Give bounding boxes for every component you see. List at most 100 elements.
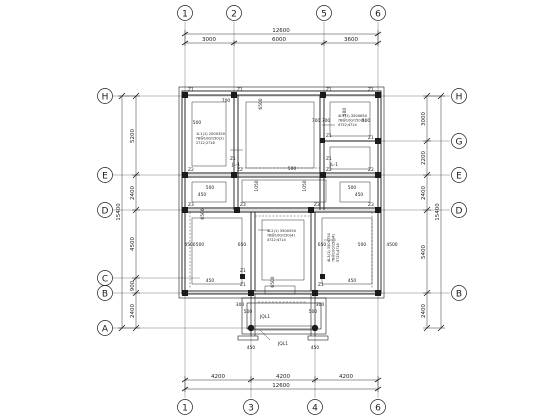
bubble-left-B [97,285,113,301]
left-grid-bubbles [97,88,113,336]
bubble-left-D-label: D [102,207,109,217]
dim-top-seg-2: 6000 [272,37,286,43]
footing-pad [191,181,227,203]
bubble-left-E [97,167,113,183]
bubble-top-5 [316,5,332,21]
beam-b1-rebar: ?8@100/150(2) [196,137,224,141]
dim-left-seg-1: 2400 [130,304,136,318]
footing-dim: 450 [247,345,256,351]
column-label: Z3 [368,202,374,208]
column-z3 [375,207,381,213]
footing-dim: 1050 [302,180,308,191]
column-label: Z1 [240,282,246,288]
bubble-bottom-6 [370,399,386,415]
column-z1 [375,92,381,98]
beam-tag-jl1: JL-1 [231,162,240,168]
bubble-right-H-label: H [456,93,463,103]
column-z1 [375,138,381,144]
footing-pad [339,181,371,203]
column-label: Z1 [326,133,332,139]
column-z3 [234,207,240,213]
column-z1 [182,92,188,98]
bubble-top-2 [226,5,242,21]
footing-dim: 650 [318,242,327,248]
beam-b4-name: 4L3(1) 350X750 [327,232,331,262]
footing-pad [191,101,227,167]
footing-dim: 450 [348,278,357,284]
column-z1 [375,290,381,296]
beam-b3-bars: 4?22;4?14 [267,238,286,242]
bubble-top-1 [177,5,193,21]
bubble-right-E [451,167,467,183]
dim-left-seg-3: 4500 [130,237,136,251]
dim-right-seg-1: 2400 [421,304,427,318]
bubble-top-6 [370,5,386,21]
porch-slab [241,297,327,335]
bubble-bottom-1-label: 1 [182,404,188,414]
column-z2 [320,172,326,178]
column-label: Z3 [314,202,320,208]
bubble-left-H-label: H [102,93,109,103]
column-z3 [308,207,314,213]
footing-dim: 4500 [386,242,397,248]
footing-dim: 700 [222,98,231,104]
dim-right-seg-4: 2200 [421,151,427,165]
structural-plan [178,86,385,341]
footing-dim: 700 [312,118,321,124]
column-label: Z1 [368,87,374,93]
columns [182,92,381,332]
bubble-left-E-label: E [102,172,108,182]
footing-dim: 500 [196,242,205,248]
beam-b2-name: 4L3(1) 350X650 [338,114,368,118]
footing-pad [245,101,315,169]
dim-left-seg-5: 5200 [130,129,136,143]
dim-right-seg-2: 5400 [421,245,427,259]
beam-b1-name: 1L1(1) 200X350 [196,132,226,136]
column-z2 [375,172,381,178]
footing-dim: 300 [316,302,325,308]
column-label: Z2 [237,167,243,173]
footing-dim: 500 [342,108,348,117]
bubble-right-D-label: D [456,207,463,217]
footing-pad [191,217,243,285]
dim-top-seg-3: 3600 [344,37,358,43]
dim-left-seg-4: 2400 [130,186,136,200]
beam-b2-rebar: ?8@100/150(4) [338,119,366,123]
bubble-left-C-label: C [102,275,108,285]
column-label: Z2 [368,167,374,173]
bubble-right-B-label: B [456,290,462,300]
dim-bottom-total: 12600 [272,383,290,389]
dim-right-total: 15400 [435,203,441,221]
footing-dim: 6500 [258,98,264,109]
bubble-bottom-3-label: 3 [248,404,254,414]
dim-top-total: 12600 [272,28,290,34]
porch-column [311,324,319,332]
beam-b4-bars: 5?25;4?16 [336,243,340,262]
column-label: Z2 [188,167,194,173]
footing-dim: 500 [244,309,253,315]
dim-left-seg-2: 900 [130,280,136,291]
column-label: Z1 [318,282,324,288]
column-label: Z3 [240,202,246,208]
footing-dim: 450 [206,278,215,284]
bubble-left-H [97,88,113,104]
column-label: Z1 [188,87,194,93]
column-z2 [231,172,237,178]
bubble-right-B [451,285,467,301]
column-label: Z1 [326,87,332,93]
beam-b3-name: 4L2(1) 350X550 [267,229,297,233]
column-z1 [320,138,325,143]
footing-dim: 500 [358,242,367,248]
footing-dim: 500 [362,118,371,124]
bubble-bottom-4-label: 4 [312,404,318,414]
dim-bottom-seg-2: 4200 [276,374,290,380]
footing-dim: 500 [309,309,318,315]
bubble-left-B-label: B [102,290,108,300]
dim-bottom-seg-1: 4200 [211,374,225,380]
beam-b1-bars: 2?12;2?16 [196,141,215,145]
column-label: Z1 [368,135,374,141]
dim-right-seg-5: 3000 [421,112,427,126]
beam-b2-bars: 4?22;4?14 [338,123,357,127]
beam-tag-jl1: JL-1 [329,162,338,168]
column-z1 [320,92,326,98]
